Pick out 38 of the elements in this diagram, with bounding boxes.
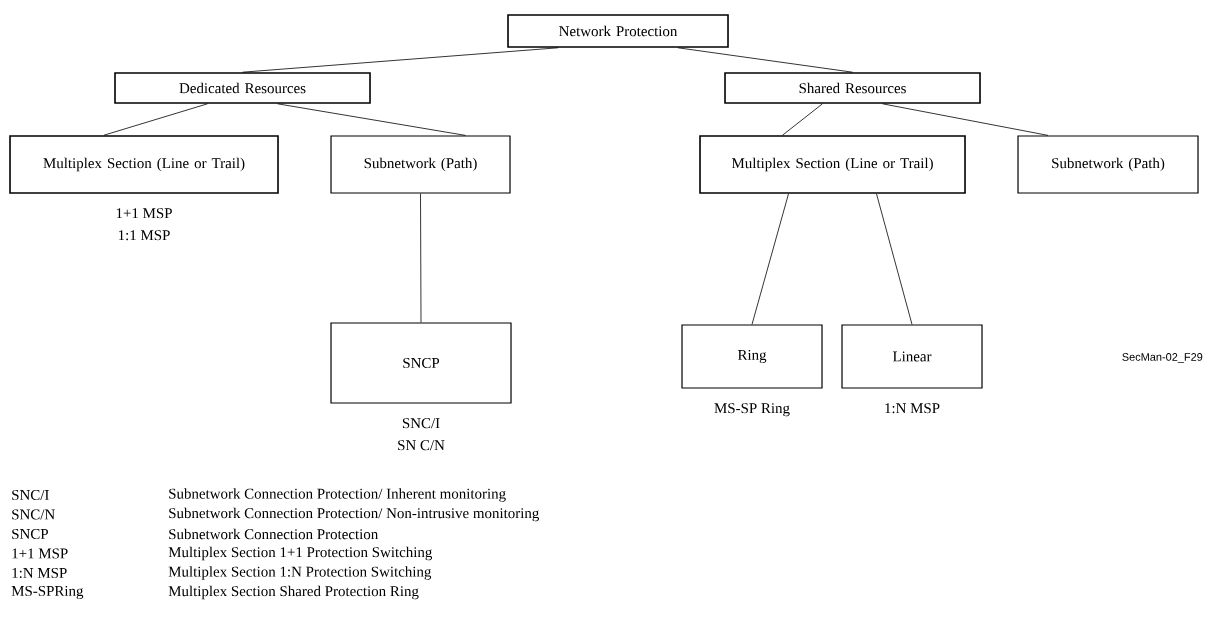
connector-line	[882, 103, 1049, 136]
glossary-definition: Multiplex Section 1+1 Protection Switching	[168, 546, 433, 561]
process-box: Shared Resources	[724, 72, 981, 104]
connector-line	[103, 103, 208, 136]
caption-text: SN C/N	[398, 440, 445, 451]
glossary-term: 1+1 MSP	[12, 548, 68, 559]
glossary-definition: Multiplex Section Shared Protection Ring	[168, 585, 419, 600]
caption-text: MS-SP Ring	[714, 403, 790, 417]
process-box: Multiplex Section (Line or Trail)	[699, 135, 966, 194]
glossary-term: MS-SPRing	[11, 585, 84, 600]
caption-text: SNC/I	[402, 418, 440, 429]
connector-line	[677, 47, 853, 73]
glossary-definition: Subnetwork Connection Protection/ Non-intrusive monitoring	[169, 507, 540, 522]
process-box: Subnetwork (Path)	[1017, 135, 1199, 194]
glossary-term: 1:N MSP	[12, 567, 67, 579]
glossary-definition: Subnetwork Connection Protection/ Inherent monitoring	[169, 488, 506, 502]
process-box: Ring	[681, 324, 823, 389]
connector-line	[782, 103, 823, 136]
process-box: Dedicated Resources	[114, 72, 371, 104]
glossary-definition: Subnetwork Connection Protection	[169, 528, 378, 540]
connector-line	[277, 103, 466, 136]
process-box: Linear	[841, 324, 983, 389]
glossary-term: SNCP	[12, 529, 48, 539]
glossary-term: SNC/I	[12, 490, 49, 500]
figure-id: SecMan-02_F29	[1122, 353, 1203, 363]
connector-line	[751, 193, 789, 325]
caption-text: 1:N MSP	[885, 403, 940, 414]
connector-line	[242, 47, 559, 73]
process-box: SNCP	[330, 322, 512, 404]
caption-text: 1:1 MSP	[118, 230, 170, 241]
process-box: Subnetwork (Path)	[330, 135, 511, 194]
caption-text: 1+1 MSP	[116, 208, 172, 219]
connector-line	[876, 193, 913, 325]
process-box: Multiplex Section (Line or Trail)	[9, 135, 279, 194]
glossary-term: SNC/N	[12, 509, 55, 520]
connector-line	[420, 193, 422, 323]
process-box: Network Protection	[507, 14, 729, 48]
glossary-definition: Multiplex Section 1:N Protection Switching	[168, 566, 432, 580]
